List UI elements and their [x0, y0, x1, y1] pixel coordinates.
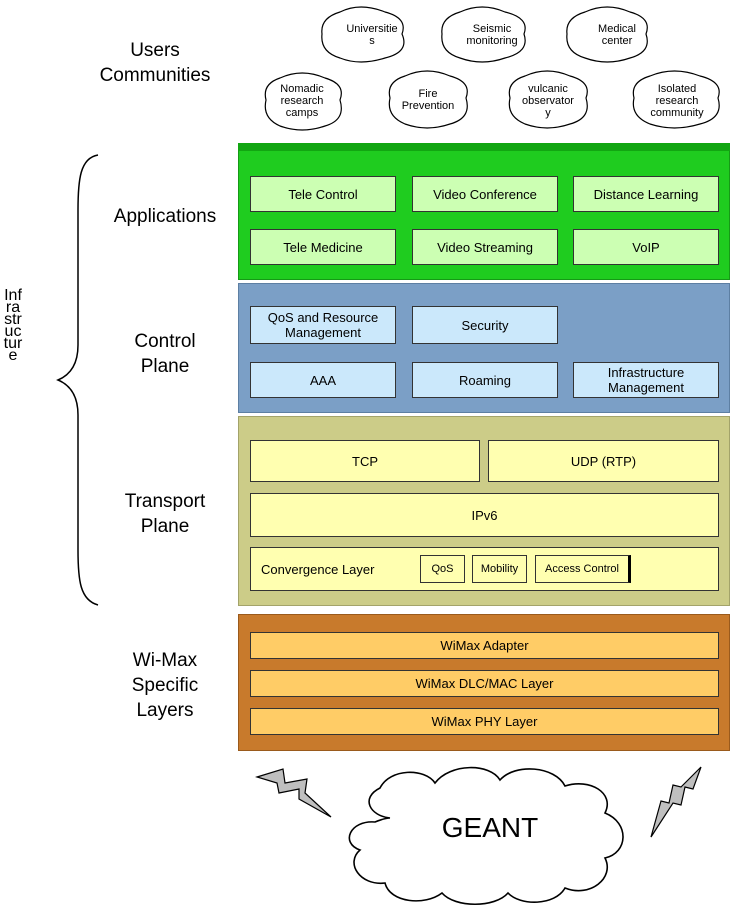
app-video-streaming: Video Streaming — [412, 229, 558, 265]
community-clouds — [264, 6, 720, 131]
label-wimax-layers: Wi-Max Specific Layers — [131, 650, 199, 721]
wimax-phy: WiMax PHY Layer — [250, 708, 719, 735]
community-vulcanic: vulcanic observator y — [522, 83, 574, 119]
label-users-communities: Users Communities — [99, 40, 211, 86]
ctrl-qos-resource: QoS and Resource Management — [250, 306, 396, 344]
community-seismic: Seismic monitoring — [466, 23, 518, 47]
ctrl-infrastructure-management: Infrastructure Management — [573, 362, 719, 398]
transport-ipv6: IPv6 — [250, 493, 719, 537]
transport-mobility: Mobility — [472, 555, 527, 583]
label-applications: Applications — [113, 206, 217, 227]
lightning-right-icon — [650, 766, 702, 838]
cloud-shape-icon — [632, 70, 720, 129]
community-medical: Medical center — [598, 23, 636, 47]
cloud-shape-icon — [264, 72, 342, 131]
brace-icon — [56, 154, 99, 606]
app-tele-medicine: Tele Medicine — [250, 229, 396, 265]
ctrl-security: Security — [412, 306, 558, 344]
cloud-shape-icon — [508, 70, 588, 129]
lightning-left-icon — [255, 768, 332, 818]
label-transport-plane: Transport Plane — [124, 491, 206, 537]
label-control-plane: Control Plane — [134, 331, 196, 377]
applications-layer-top — [238, 143, 730, 151]
transport-udp: UDP (RTP) — [488, 440, 719, 482]
ctrl-roaming: Roaming — [412, 362, 558, 398]
geant-cloud-icon — [348, 766, 624, 905]
label-infrastructure: Infrastructure — [3, 287, 23, 364]
community-nomadic: Nomadic research camps — [280, 83, 324, 119]
community-universities: Universitie s — [346, 23, 398, 47]
cloud-shape-icon — [321, 6, 405, 63]
cloud-shape-icon — [388, 70, 468, 129]
app-video-conference: Video Conference — [412, 176, 558, 212]
transport-tcp: TCP — [250, 440, 480, 482]
geant-label: GEANT — [441, 812, 539, 843]
wimax-dlc-mac: WiMax DLC/MAC Layer — [250, 670, 719, 697]
ctrl-aaa: AAA — [250, 362, 396, 398]
community-fire: Fire Prevention — [401, 88, 455, 112]
community-isolated: Isolated research community — [650, 83, 704, 119]
transport-access-control: Access Control — [535, 555, 631, 583]
wimax-adapter: WiMax Adapter — [250, 632, 719, 659]
cloud-shape-icon — [441, 6, 526, 63]
app-voip: VoIP — [573, 229, 719, 265]
convergence-label: Convergence Layer — [261, 561, 375, 577]
app-distance-learning: Distance Learning — [573, 176, 719, 212]
transport-qos: QoS — [420, 555, 465, 583]
cloud-shape-icon — [566, 6, 648, 63]
app-tele-control: Tele Control — [250, 176, 396, 212]
